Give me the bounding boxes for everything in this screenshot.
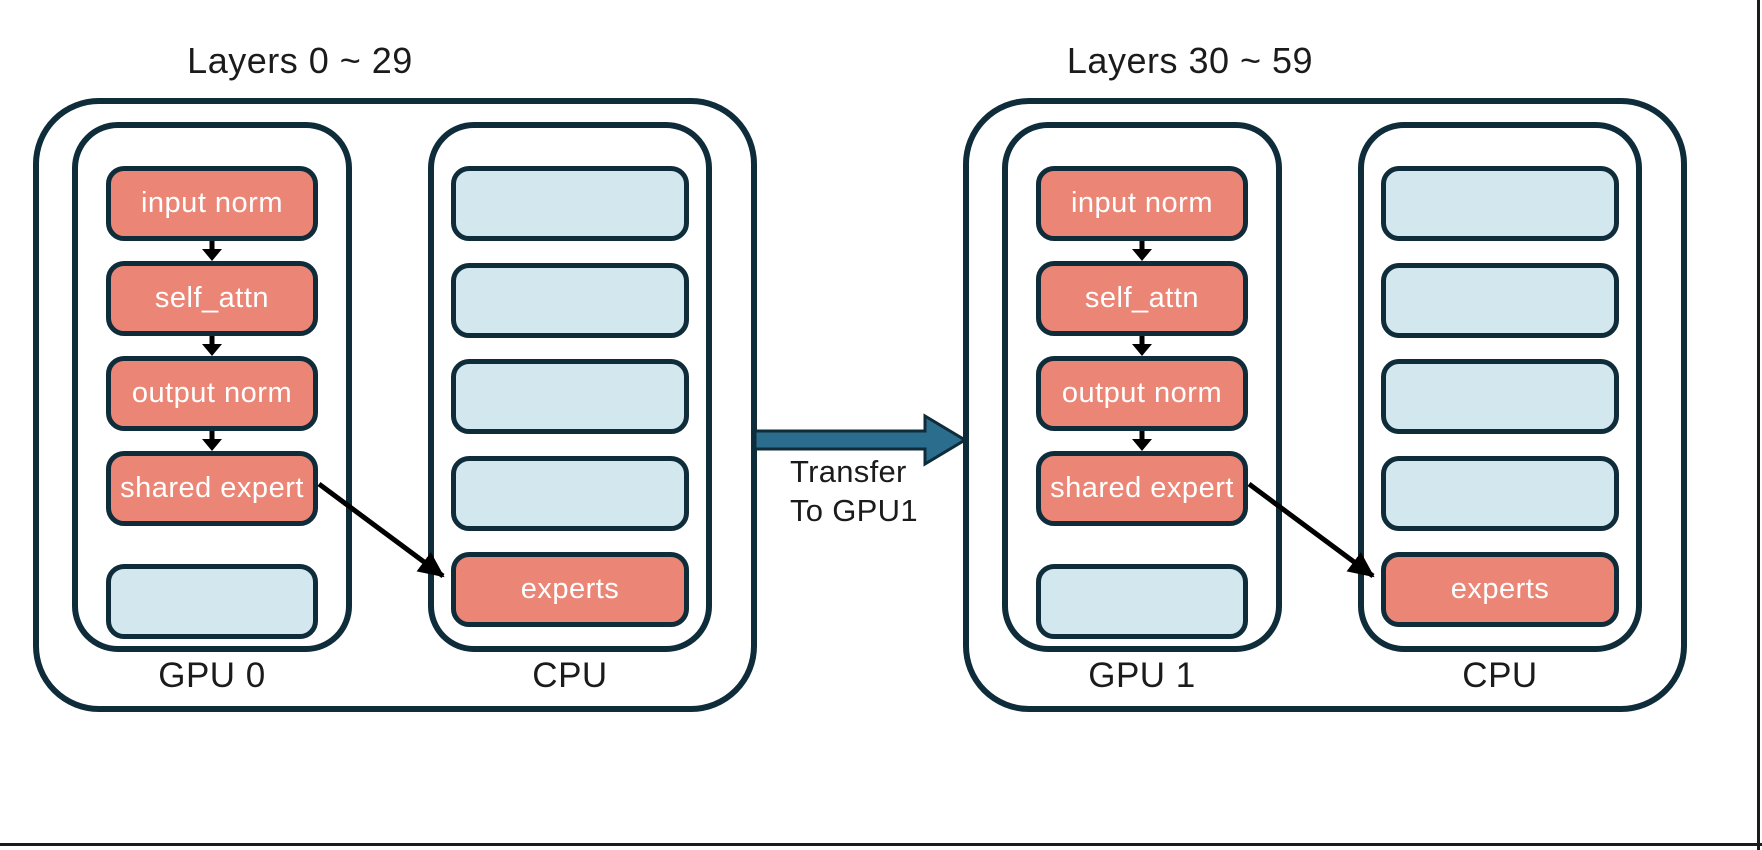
gpu-label: GPU 1 (1088, 656, 1196, 695)
transfer-label-line2: To GPU1 (790, 493, 918, 528)
frame-border-bottom (0, 843, 1762, 846)
empty-slot (451, 166, 689, 241)
module-input-norm: input norm (1036, 166, 1248, 241)
empty-slot (451, 455, 689, 531)
down-arrow-icon (202, 336, 222, 356)
empty-slot (1381, 166, 1619, 241)
empty-slot (451, 262, 689, 338)
module-self-attn: self_attn (1036, 261, 1248, 336)
module-input-norm: input norm (106, 166, 318, 241)
module-output-norm: output norm (106, 356, 318, 431)
frame-border-right (1757, 0, 1760, 850)
node-box: input norm self_attn output norm shared … (33, 98, 757, 712)
transfer-label: Transfer To GPU1 (790, 452, 918, 530)
gpu1-container: input norm self_attn output norm shared … (1002, 122, 1282, 652)
cpu-container: experts (428, 122, 712, 652)
layer-group-right: Layers 30 ~ 59 input norm self_attn outp… (963, 40, 1687, 720)
empty-slot (106, 564, 318, 639)
cpu-container: experts (1358, 122, 1642, 652)
empty-slot (1381, 262, 1619, 338)
group-title: Layers 30 ~ 59 (1066, 40, 1314, 81)
empty-slot (1381, 455, 1619, 531)
transfer-arrow-icon (755, 413, 968, 467)
module-shared-expert: shared expert (1036, 451, 1248, 526)
empty-slot (1381, 359, 1619, 434)
spacer (207, 526, 217, 564)
cpu-label: CPU (1462, 656, 1538, 695)
node-box: input norm self_attn output norm shared … (963, 98, 1687, 712)
down-arrow-icon (1132, 336, 1152, 356)
module-experts: experts (451, 552, 689, 627)
down-arrow-icon (1132, 241, 1152, 261)
down-arrow-icon (1132, 431, 1152, 451)
module-experts: experts (1381, 552, 1619, 627)
gpu0-container: input norm self_attn output norm shared … (72, 122, 352, 652)
gpu-label: GPU 0 (158, 656, 266, 695)
down-arrow-icon (202, 241, 222, 261)
empty-slot (1036, 564, 1248, 639)
module-output-norm: output norm (1036, 356, 1248, 431)
spacer (1137, 526, 1147, 564)
group-title: Layers 0 ~ 29 (187, 40, 413, 81)
module-self-attn: self_attn (106, 261, 318, 336)
layer-group-left: Layers 0 ~ 29 input norm self_attn outpu… (33, 40, 757, 720)
module-shared-expert: shared expert (106, 451, 318, 526)
empty-slot (451, 359, 689, 434)
down-arrow-icon (202, 431, 222, 451)
transfer-label-line1: Transfer (790, 454, 907, 489)
cpu-label: CPU (532, 656, 608, 695)
